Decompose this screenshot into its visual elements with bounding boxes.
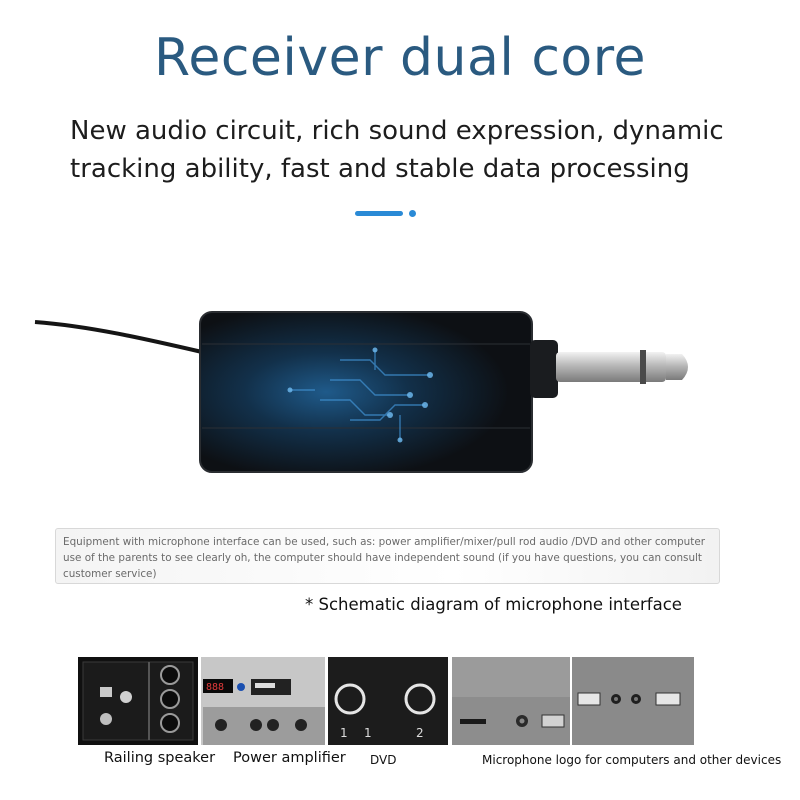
label-railing-speaker: Railing speaker bbox=[104, 750, 216, 766]
product-image bbox=[34, 311, 688, 473]
accent-bar bbox=[355, 211, 403, 216]
computer-rear-image bbox=[572, 657, 694, 745]
computer-panel-image bbox=[452, 657, 570, 745]
dvd-port-digit-1: 1 bbox=[340, 726, 348, 740]
accent-dot bbox=[409, 210, 416, 217]
label-power-amplifier: Power amplifier bbox=[233, 750, 346, 766]
jack-collar bbox=[530, 340, 558, 398]
jack-plug bbox=[556, 352, 666, 382]
label-dvd: DVD bbox=[370, 753, 397, 767]
svg-text:888: 888 bbox=[206, 682, 224, 693]
railing-speaker-image bbox=[78, 657, 198, 745]
interface-caption: * Schematic diagram of microphone interf… bbox=[305, 595, 682, 614]
circuit-pattern bbox=[290, 350, 430, 440]
page-subtitle: New audio circuit, rich sound expression… bbox=[70, 116, 724, 184]
dvd-port-digit-2: 1 bbox=[364, 726, 372, 740]
dvd-port-digit-3: 2 bbox=[416, 726, 424, 740]
power-amplifier-image: 888 bbox=[201, 657, 325, 745]
receiver-body bbox=[200, 312, 532, 472]
cable bbox=[34, 320, 203, 354]
dvd-image: 1 1 2 bbox=[328, 657, 448, 745]
page-title: Receiver dual core bbox=[154, 28, 646, 88]
label-computer: Microphone logo for computers and other … bbox=[482, 753, 782, 767]
compatibility-note: Equipment with microphone interface can … bbox=[55, 528, 720, 584]
